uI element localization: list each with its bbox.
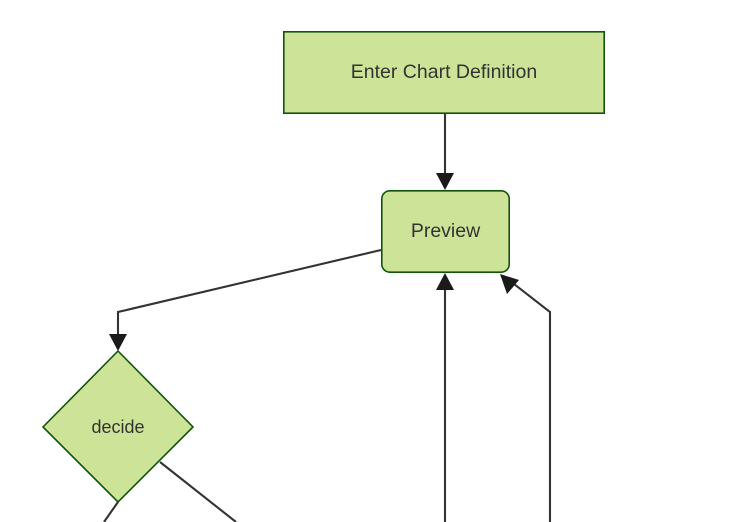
edge-preview-to-decide-line bbox=[116, 248, 382, 343]
edge-bottom-center-to-preview[interactable] bbox=[436, 273, 454, 522]
edge-decide-to-offscreen-left[interactable] bbox=[103, 501, 119, 522]
edge-bottom-right-to-preview-arrowhead bbox=[500, 274, 519, 294]
node-decide[interactable]: decide bbox=[41, 349, 195, 504]
node-preview-label: Preview bbox=[411, 220, 481, 242]
node-preview-shape[interactable] bbox=[380, 190, 510, 274]
edge-preview-to-decide-arrowhead bbox=[109, 334, 127, 351]
edge-decide-to-offscreen-left-line bbox=[103, 501, 119, 522]
node-preview[interactable]: Preview bbox=[380, 190, 510, 274]
node-decide-shape[interactable] bbox=[41, 349, 195, 504]
edge-enter-to-preview[interactable] bbox=[436, 114, 454, 190]
edge-bottom-right-to-preview[interactable] bbox=[500, 274, 552, 522]
edge-bottom-center-to-preview-arrowhead bbox=[436, 273, 454, 290]
node-decide-label: decide bbox=[91, 417, 144, 437]
node-layer: Enter Chart Definition Preview decide bbox=[41, 30, 605, 504]
edge-decide-to-offscreen-right-line bbox=[159, 461, 237, 522]
node-enter-chart-definition-shape[interactable] bbox=[282, 30, 605, 115]
node-enter-chart-definition[interactable]: Enter Chart Definition bbox=[282, 30, 605, 115]
edge-enter-to-preview-arrowhead bbox=[436, 173, 454, 190]
node-enter-chart-definition-label: Enter Chart Definition bbox=[351, 61, 537, 83]
edge-preview-to-decide[interactable] bbox=[109, 248, 382, 351]
edge-bottom-right-to-preview-line bbox=[504, 276, 552, 522]
edge-layer bbox=[103, 114, 552, 522]
edge-decide-to-offscreen-right[interactable] bbox=[159, 461, 237, 522]
